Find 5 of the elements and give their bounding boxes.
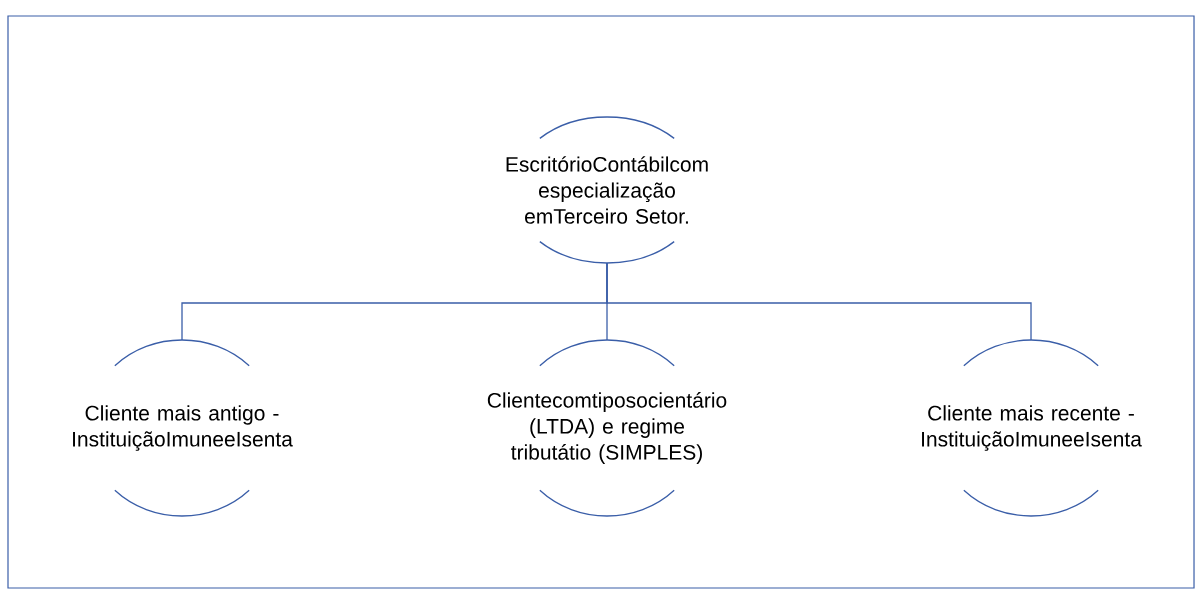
circle-node: Cliente mais recente - InstituiçãoImuneeIsenta [922,339,1142,517]
connector-line [606,262,1032,341]
circle-node: Clientecomtiposocientário (LTDA) e regime tributátio (SIMPLES) [487,339,727,517]
circle-node: Cliente mais antigo - InstituiçãoImuneeIsenta [73,339,293,517]
circle-node: EscritórioContábilcom especialização emTerceiro Setor. [506,116,708,264]
